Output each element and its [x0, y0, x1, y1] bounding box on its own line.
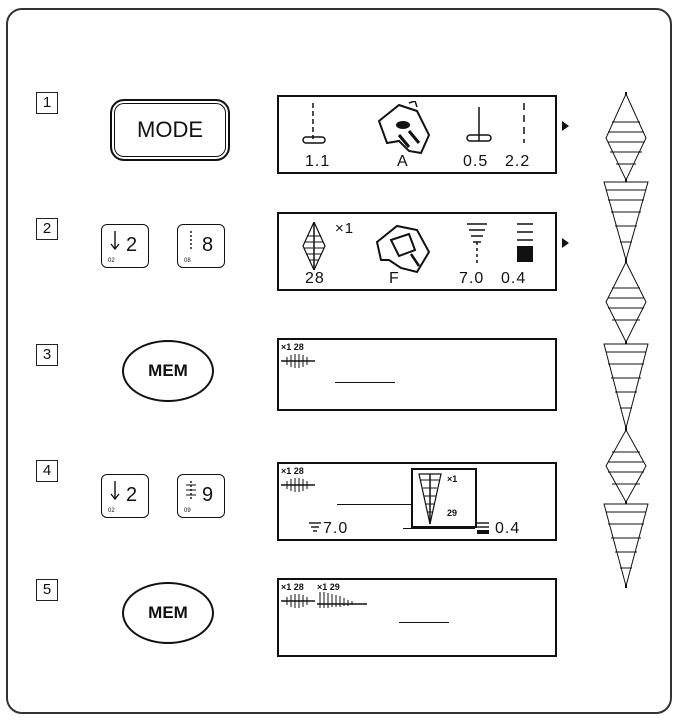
stitch-width-key-step4[interactable]: 2 02: [101, 474, 149, 518]
lcd-screen-5: ×1 28 ×1 29: [277, 578, 557, 657]
lcd2-multiplier: ×1: [335, 220, 354, 237]
stitch-length-value: 8: [202, 234, 213, 257]
lcd2-value-4: 0.4: [501, 270, 526, 288]
lcd4-memory-label: ×1 28: [281, 466, 304, 476]
mem-button-step5[interactable]: MEM: [122, 582, 214, 644]
stitch-length-sub: 09: [184, 508, 191, 514]
stitch-preview-popup: ×1 29: [411, 468, 477, 528]
lcd1-value-1: 1.1: [305, 153, 330, 171]
needle-position-icon: [299, 103, 329, 155]
stitch-width-icon: [108, 231, 122, 257]
presser-foot-icon: [369, 101, 435, 161]
stitch-length-lcd-icon: [517, 103, 531, 149]
needle-offset-icon: [464, 107, 494, 153]
step-number-2: 2: [36, 218, 58, 240]
cursor-line: [335, 382, 395, 383]
satin-stitch-icon: [301, 222, 327, 270]
stitch-length-value: 9: [202, 484, 213, 507]
mode-button[interactable]: MODE: [110, 99, 230, 161]
memorized-tapered-stitch-icon: [317, 592, 367, 610]
memorized-stitch-icon: [281, 594, 315, 608]
stitch-width-icon: [108, 481, 122, 507]
density-icon: [515, 222, 535, 268]
lcd2-value-1: 28: [305, 270, 325, 288]
tapered-satin-icon: [417, 472, 443, 526]
stitch-length-icon: [184, 231, 198, 257]
stitch-length-key[interactable]: 8 08: [177, 224, 225, 268]
width-taper-small-icon: [309, 522, 321, 534]
step-number-4: 4: [36, 460, 58, 482]
density-small-icon: [477, 522, 489, 534]
lcd1-value-3: 0.5: [463, 153, 488, 171]
lcd-screen-2: ×1 28 F 7.0 0.4: [277, 212, 557, 291]
lcd3-memory-label: ×1 28: [281, 342, 304, 352]
step-number-5: 5: [36, 579, 58, 601]
stitch-width-sub: 02: [108, 508, 115, 514]
stitch-width-value: 2: [126, 234, 137, 257]
presser-foot-f-icon: [369, 220, 435, 278]
memorized-stitch-icon: [281, 354, 315, 368]
lcd-screen-4: ×1 28 ×1 29 7.0 0.4: [277, 462, 557, 541]
lcd-screen-3: ×1 28: [277, 338, 557, 411]
memorized-stitch-icon: [281, 478, 315, 492]
stitch-width-value: 2: [126, 484, 137, 507]
step-number-3: 3: [36, 344, 58, 366]
width-taper-icon: [465, 222, 489, 268]
lcd5-memory-label-2: ×1 29: [317, 582, 340, 592]
stitch-width-sub: 02: [108, 258, 115, 264]
lcd-right-arrow-icon: [562, 121, 569, 131]
cursor-line: [399, 622, 449, 623]
stitch-sample-illustration: [596, 92, 656, 592]
stitch-length-icon: [184, 481, 198, 507]
lcd5-memory-label-1: ×1 28: [281, 582, 304, 592]
lcd4-width-value: 7.0: [323, 520, 348, 538]
lcd1-value-4: 2.2: [505, 153, 530, 171]
lcd4-popup-number: 29: [447, 508, 457, 518]
lcd-screen-1: 1.1 A 0.5 2.2: [277, 95, 557, 174]
lcd1-value-2: A: [397, 153, 409, 171]
stitch-length-key-step4[interactable]: 9 09: [177, 474, 225, 518]
cursor-line-bottom: [403, 528, 475, 529]
lcd4-length-value: 0.4: [495, 520, 520, 538]
lcd-right-arrow-icon: [562, 238, 569, 248]
lcd4-popup-multiplier: ×1: [447, 474, 457, 484]
cursor-line: [337, 504, 413, 505]
stitch-length-sub: 08: [184, 258, 191, 264]
lcd2-value-3: 7.0: [459, 270, 484, 288]
stitch-width-key[interactable]: 2 02: [101, 224, 149, 268]
mem-button-step3[interactable]: MEM: [122, 340, 214, 402]
step-number-1: 1: [36, 92, 58, 114]
lcd2-value-2: F: [389, 270, 400, 288]
